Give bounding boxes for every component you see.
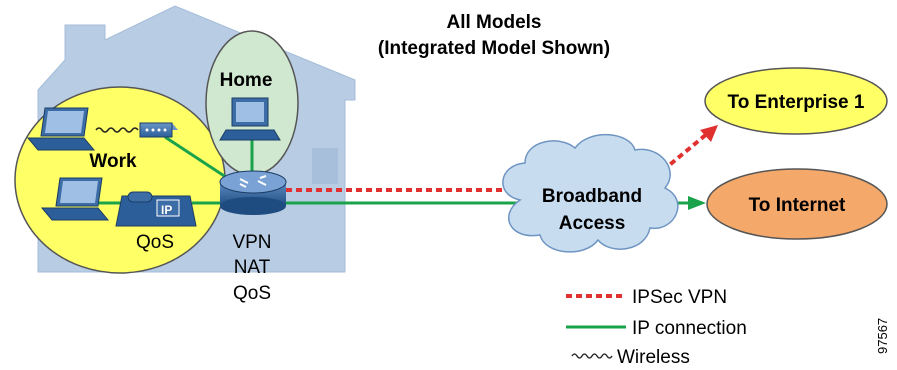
phone-badge: IP	[161, 203, 172, 217]
figure-id: 97567	[875, 318, 890, 354]
desktop-computer-icon	[219, 97, 281, 141]
router-feature: VPN	[232, 232, 271, 253]
ip-phone-icon: IP	[115, 191, 197, 227]
cloud-label-line2: Access	[559, 213, 626, 234]
ip-arrowhead	[688, 196, 706, 210]
chimney	[312, 148, 338, 184]
vpn-arrowhead	[700, 125, 718, 142]
legend-wireless-label: Wireless	[617, 347, 690, 368]
internet-label: To Internet	[749, 195, 846, 216]
laptop-icon	[40, 177, 110, 221]
enterprise-label: To Enterprise 1	[728, 92, 865, 113]
title-line1: All Models	[446, 12, 541, 33]
broadband-cloud	[502, 134, 679, 253]
wireless-link	[95, 127, 139, 133]
router-icon	[219, 170, 287, 215]
work-label: Work	[89, 151, 137, 172]
enterprise-zone	[704, 67, 888, 135]
legend-ip-label: IP connection	[632, 318, 747, 339]
legend-wireless-swatch	[571, 353, 613, 359]
title-line2: (Integrated Model Shown)	[378, 38, 610, 59]
router-feature: QoS	[233, 283, 271, 304]
legend-ipsec-label: IPSec VPN	[632, 287, 727, 308]
qos-label: QoS	[136, 232, 174, 253]
home-label: Home	[220, 70, 273, 91]
legend: IPSec VPN IP connection Wireless	[566, 287, 747, 368]
internet-zone	[706, 168, 888, 240]
router-feature: NAT	[234, 257, 271, 278]
access-point-icon	[139, 122, 178, 138]
laptop-icon	[26, 107, 96, 151]
cloud-label-line1: Broadband	[542, 186, 642, 207]
